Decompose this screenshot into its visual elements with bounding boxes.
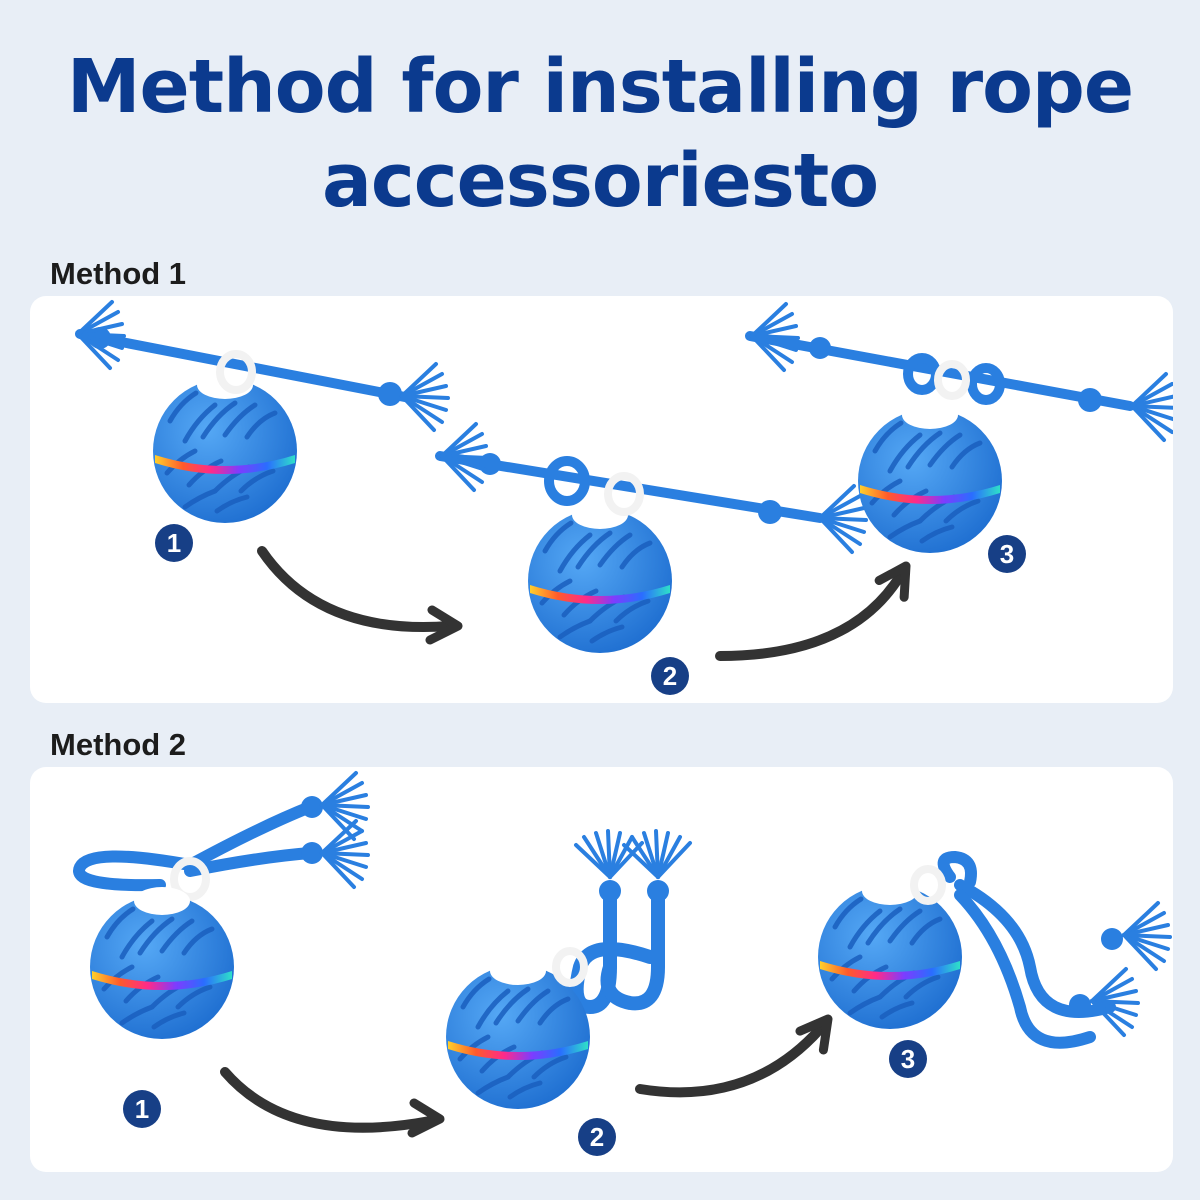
ball-icon [153, 371, 297, 523]
method-2-panel: 1 2 [30, 767, 1173, 1172]
page-title: Method for installing rope accessoriesto [0, 40, 1200, 228]
method-1-arrow-1-icon [257, 546, 458, 640]
method-2-step-3-illustration: 3 [818, 850, 1172, 1078]
title-line-2: accessoriesto [321, 138, 879, 224]
ball-icon [90, 887, 234, 1039]
ball-icon [858, 401, 1002, 553]
method-1-arrow-2-icon [715, 558, 918, 661]
method-1-label: Method 1 [50, 256, 187, 291]
svg-text:3: 3 [901, 1044, 915, 1074]
svg-text:2: 2 [590, 1122, 604, 1152]
svg-text:2: 2 [663, 661, 677, 691]
method-1-step-1-illustration: 1 [75, 300, 450, 562]
title-line-1: Method for installing rope [66, 44, 1134, 130]
method-1-step-1-badge: 1 [155, 524, 193, 562]
ball-icon [528, 501, 672, 653]
method-1-panel: 1 2 [30, 296, 1173, 703]
method-1-step-2-illustration: 2 [435, 422, 868, 695]
method-2-arrow-1-icon [220, 1067, 440, 1133]
method-2-label: Method 2 [50, 727, 187, 762]
method-1-step-3-badge: 3 [988, 535, 1026, 573]
method-2-step-1-badge: 1 [123, 1090, 161, 1128]
method-2-step-2-badge: 2 [578, 1118, 616, 1156]
svg-text:1: 1 [167, 528, 181, 558]
method-2-step-3-badge: 3 [889, 1040, 927, 1078]
method-1-step-3-illustration: 3 [745, 302, 1173, 573]
svg-text:1: 1 [135, 1094, 149, 1124]
ball-icon [818, 877, 962, 1029]
method-2-arrow-2-icon [635, 1010, 839, 1098]
method-2-step-2-illustration: 2 [446, 829, 692, 1156]
method-1-step-2-badge: 2 [651, 657, 689, 695]
svg-text:3: 3 [1000, 539, 1014, 569]
method-2-step-1-illustration: 1 [73, 771, 370, 1128]
